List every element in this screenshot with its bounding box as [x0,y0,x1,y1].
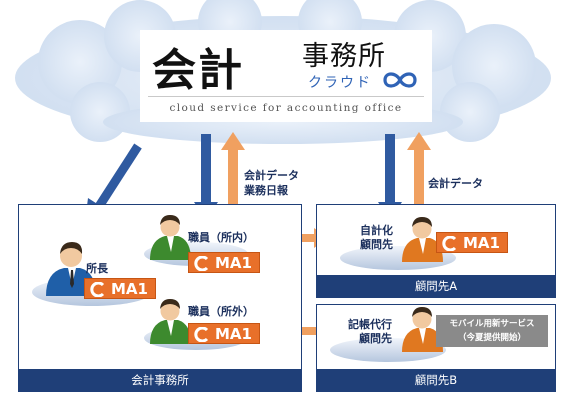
mobile-service-tag-line-1: モバイル用新サービス [449,319,535,329]
role-bookkeeping-proxy: 記帳代行 顧問先 [348,318,392,346]
oma1-logo-icon [442,236,457,251]
title-cloud-word: クラウド [308,75,372,91]
role-staff-inside: 職員（所内） [188,231,254,244]
oma1-logo-icon [194,256,209,271]
person-icon [402,217,443,262]
title-main: 会計 [152,45,244,96]
oma1-logo-icon [90,282,105,297]
oma1-badge-text: MA1 [215,325,252,343]
flow-label-data-only: 会計データ [428,177,483,190]
arrow-client-a-to-cloud [407,132,431,216]
flow-label-line-2: 業務日報 [244,184,288,197]
oma1-logo-icon [194,327,209,342]
person-icon [402,307,443,352]
role-self-accounting: 自計化 顧問先 [360,224,393,252]
person-icon [46,242,96,296]
person-icon [150,299,191,344]
role-self-accounting-line-1: 自計化 [360,224,393,237]
oma1-badge-client-a: MA1 [436,232,508,253]
client-a-box-footer: 顧問先A [317,275,555,297]
oma1-badge-text: MA1 [111,280,148,298]
mobile-service-tag: モバイル用新サービス （今夏提供開始） [436,315,548,347]
infinity-icon [383,72,417,88]
role-director: 所長 [86,262,108,275]
oma1-badge-text: MA1 [463,234,500,252]
tagline: cloud service for accounting office [169,102,403,114]
flow-label-line-1: 会計データ [244,169,299,182]
role-self-accounting-line-2: 顧問先 [360,238,393,251]
role-staff-outside: 職員（所外） [188,305,254,318]
role-bookkeeping-line-1: 記帳代行 [348,318,392,331]
office-box-footer: 会計事務所 [19,369,301,391]
person-icon [150,215,191,260]
client-b-box-footer: 顧問先B [317,369,555,391]
oma1-badge-staff-outside: MA1 [188,323,260,344]
title-panel: 会計 事務所 クラウド cloud service for accounting… [140,30,432,122]
role-bookkeeping-line-2: 顧問先 [359,332,392,345]
flow-label-data-reports: 会計データ 業務日報 [244,168,299,198]
oma1-badge-staff-inside: MA1 [188,252,260,273]
oma1-badge-director: MA1 [84,278,156,299]
title-sub: 事務所 [302,41,386,72]
title-divider [148,96,424,97]
arrow-staff-to-cloud [221,132,245,216]
mobile-service-tag-line-2: （今夏提供開始） [457,333,526,343]
oma1-badge-text: MA1 [215,254,252,272]
